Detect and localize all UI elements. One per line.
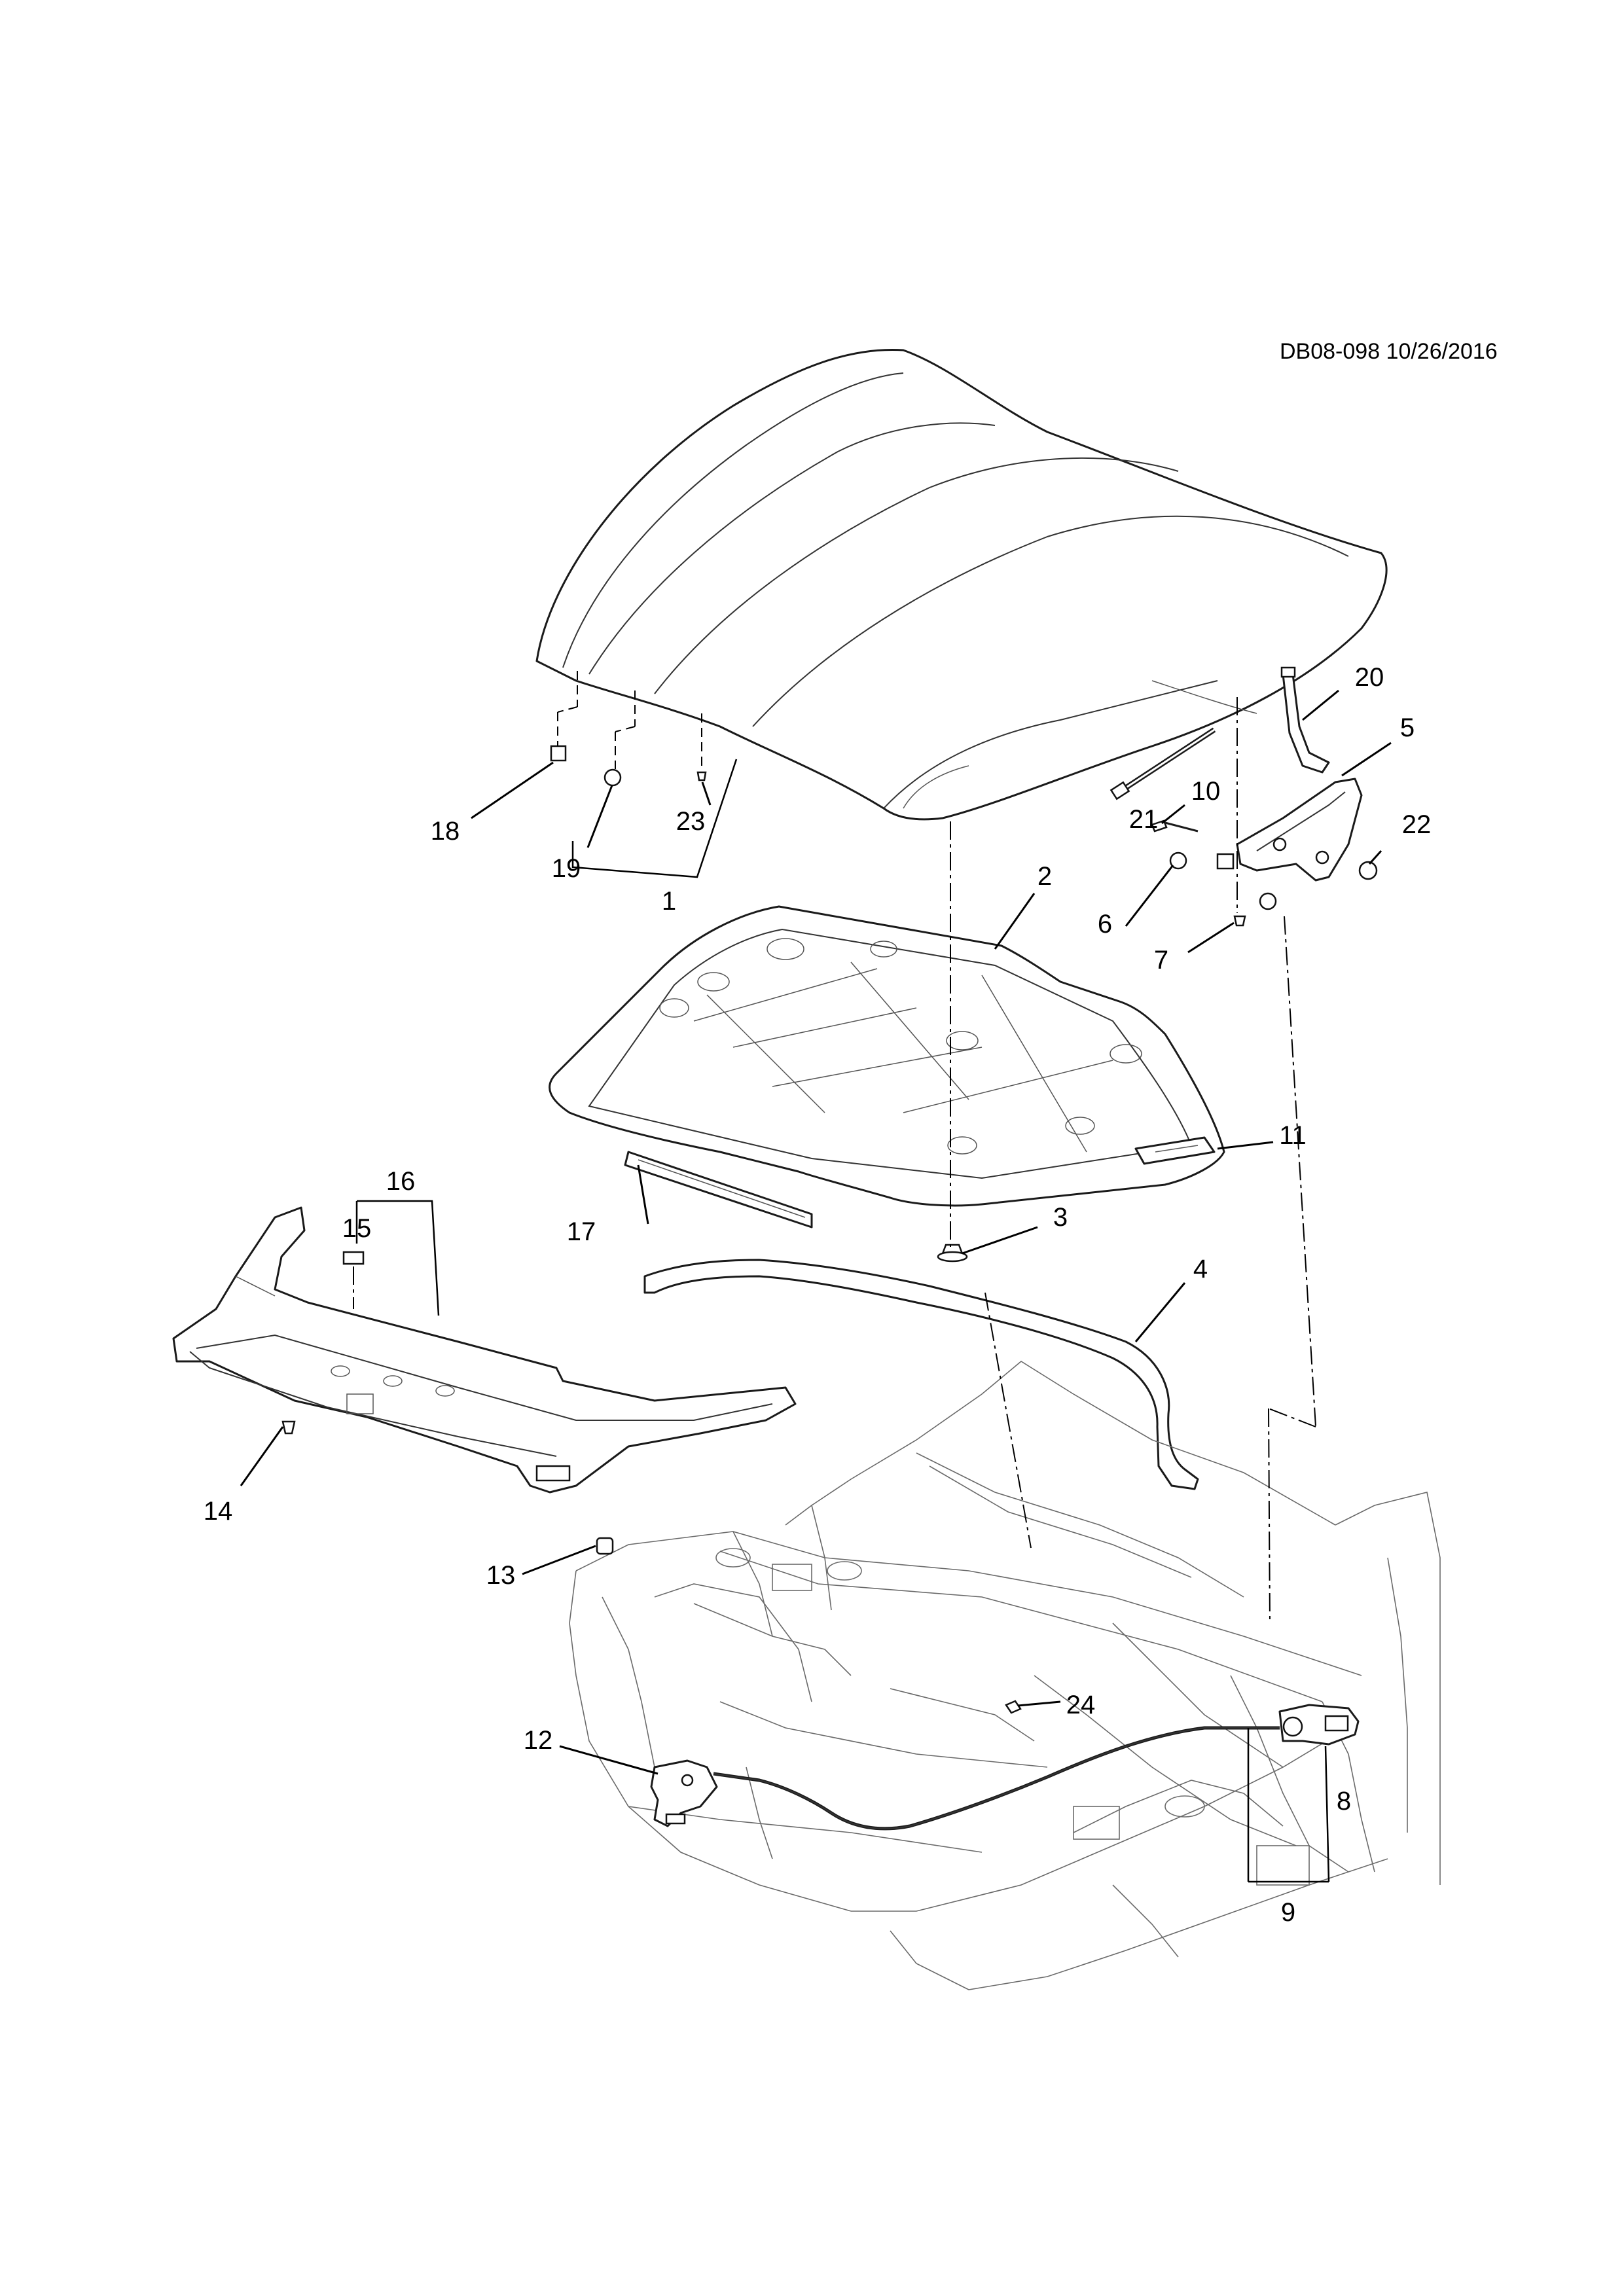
callout-21: 21 [1129,805,1159,834]
callout-17: 17 [567,1217,596,1246]
callout-1: 1 [662,887,676,916]
callout-14: 14 [204,1497,233,1526]
hood-strut [1110,727,1216,800]
callout-13: 13 [486,1561,516,1590]
alignment-lines [353,671,1316,1624]
callout-5: 5 [1400,713,1415,742]
hood-panel [535,348,1388,821]
callout-19: 19 [552,854,581,883]
callout-3: 3 [1053,1203,1068,1232]
radiator-shroud [172,1206,797,1494]
callout-9: 9 [1281,1898,1295,1927]
callout-2: 2 [1038,862,1052,891]
callout-18: 18 [431,817,460,846]
leader-lines [240,689,1392,1883]
insulator-seal-17 [624,1151,813,1229]
hinge-fasteners [1151,819,1378,927]
callout-10: 10 [1191,777,1221,806]
callout-23: 23 [676,807,706,836]
callout-6: 6 [1098,910,1112,939]
push-pin-14 [281,1420,296,1435]
hood-bumper [937,1244,968,1263]
callout-labels: 1 2 3 4 5 6 7 8 9 10 11 12 13 14 15 16 1… [204,663,1432,1927]
document-id: DB08-098 10/26/2016 [1280,339,1498,364]
callout-8: 8 [1337,1787,1351,1816]
hood-seal [643,1259,1199,1490]
callout-11: 11 [1279,1121,1307,1150]
vehicle-body-structure [569,1361,1441,1990]
release-handle [1278,1704,1360,1746]
callout-20: 20 [1355,663,1384,692]
hood-hinge [1216,778,1363,882]
hood-prop [1280,666,1330,774]
grommet-13 [596,1537,614,1555]
hood-latch [650,1759,718,1827]
callout-15: 15 [342,1214,372,1243]
callout-4: 4 [1193,1255,1208,1283]
callout-24: 24 [1066,1691,1096,1719]
hood-release-cable [713,1726,1280,1831]
callout-16: 16 [386,1167,416,1196]
cable-clip-24 [1005,1700,1022,1714]
callout-22: 22 [1402,810,1432,839]
label-plate [1134,1136,1216,1165]
callout-12: 12 [524,1726,553,1755]
hood-fasteners [550,745,707,787]
callout-7: 7 [1154,946,1168,975]
hood-insulator [549,905,1225,1207]
